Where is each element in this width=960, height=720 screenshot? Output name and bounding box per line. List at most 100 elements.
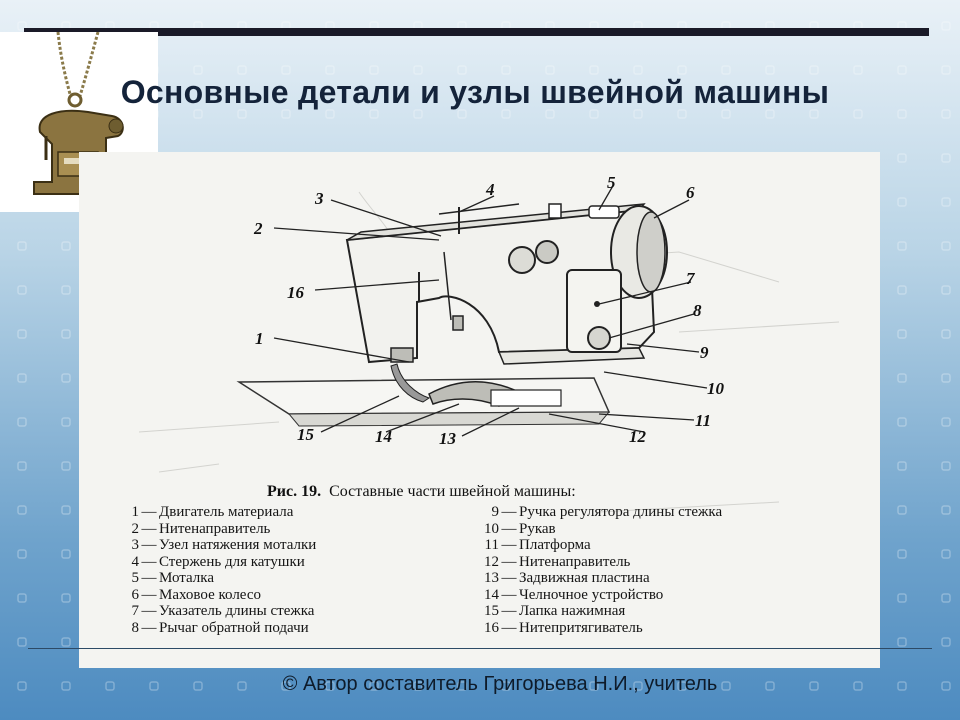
- bg-dot: [457, 109, 467, 119]
- bg-dot: [941, 109, 951, 119]
- bg-dot: [413, 681, 423, 691]
- bg-dot: [17, 373, 27, 383]
- legend-row: 5—Моталка: [131, 570, 215, 586]
- bg-dot: [545, 109, 555, 119]
- bg-dot: [369, 681, 379, 691]
- bg-dot: [17, 241, 27, 251]
- bg-dot: [941, 417, 951, 427]
- sewing-machine-diagram: 1 2 3 4 5 6 7 8 9 10 11 12 13 14 15 16 Р…: [138, 173, 840, 513]
- bg-dot: [17, 329, 27, 339]
- legend-row: 9—Ручка регулятора длины стежка: [491, 504, 723, 520]
- callout-6: 6: [686, 183, 695, 202]
- bg-dot: [941, 593, 951, 603]
- bg-dot: [941, 637, 951, 647]
- callout-3: 3: [314, 189, 324, 208]
- bg-dot: [17, 505, 27, 515]
- legend-row: 3—Узел натяжения моталки: [131, 537, 317, 553]
- legend-row: 12—Нитенаправитель: [484, 553, 631, 570]
- bg-dot: [897, 241, 907, 251]
- bg-dot: [61, 329, 71, 339]
- bg-dot: [633, 109, 643, 119]
- legend-right-column: 9—Ручка регулятора длины стежка 10—Рукав…: [479, 504, 722, 636]
- bg-dot: [413, 109, 423, 119]
- callout-8: 8: [693, 301, 702, 320]
- bg-dot: [897, 505, 907, 515]
- bg-dot: [61, 505, 71, 515]
- bg-dot: [765, 65, 775, 75]
- textbook-figure: 1 2 3 4 5 6 7 8 9 10 11 12 13 14 15 16 Р…: [79, 152, 880, 668]
- bg-dot: [193, 681, 203, 691]
- bg-dot: [721, 65, 731, 75]
- bg-dot: [941, 461, 951, 471]
- callout-4: 4: [485, 180, 495, 199]
- bg-dot: [765, 109, 775, 119]
- legend-row: 15—Лапка нажимная: [484, 603, 626, 619]
- bg-dot: [369, 65, 379, 75]
- page-title: Основные детали и узлы швейной машины: [120, 74, 830, 110]
- bg-dot: [897, 637, 907, 647]
- bg-dot: [721, 681, 731, 691]
- bg-dot: [369, 109, 379, 119]
- callout-15: 15: [297, 425, 315, 444]
- bg-dot: [897, 109, 907, 119]
- bg-dot: [61, 373, 71, 383]
- bg-dot: [897, 681, 907, 691]
- bg-dot: [281, 681, 291, 691]
- legend-row: 4—Стержень для катушки: [131, 553, 305, 570]
- bg-dot: [501, 109, 511, 119]
- bg-dot: [677, 681, 687, 691]
- bg-dot: [61, 593, 71, 603]
- legend-row: 1—Двигатель материала: [131, 504, 294, 520]
- bg-dot: [193, 109, 203, 119]
- bg-dot: [897, 153, 907, 163]
- bg-dot: [501, 65, 511, 75]
- bg-dot: [809, 65, 819, 75]
- bg-dot: [941, 153, 951, 163]
- bg-dot: [633, 65, 643, 75]
- callout-14: 14: [375, 427, 392, 446]
- figure-caption: Рис. 19.Составные части швейной машины:: [267, 483, 576, 500]
- bg-dot: [897, 549, 907, 559]
- bg-dot: [941, 197, 951, 207]
- callout-7: 7: [686, 269, 696, 288]
- bg-dot: [853, 65, 863, 75]
- bg-dot: [941, 549, 951, 559]
- callout-9: 9: [700, 343, 709, 362]
- bg-dot: [61, 461, 71, 471]
- bg-dot: [237, 65, 247, 75]
- author-credit: © Автор составитель Григорьева Н.И., учи…: [282, 673, 718, 695]
- bg-dot: [325, 681, 335, 691]
- bg-dot: [633, 681, 643, 691]
- bg-dot: [809, 109, 819, 119]
- bg-dot: [809, 681, 819, 691]
- callout-2: 2: [253, 219, 263, 238]
- bg-dot: [941, 505, 951, 515]
- callout-12: 12: [629, 427, 647, 446]
- bg-dot: [897, 329, 907, 339]
- presser-foot: [390, 363, 431, 403]
- callout-10: 10: [707, 379, 725, 398]
- bg-dot: [941, 21, 951, 31]
- bg-dot: [61, 241, 71, 251]
- bg-dot: [897, 285, 907, 295]
- bg-dot: [281, 109, 291, 119]
- bg-dot: [677, 109, 687, 119]
- bg-dot: [501, 681, 511, 691]
- legend-row: 7—Указатель длины стежка: [131, 603, 315, 619]
- bg-dot: [413, 65, 423, 75]
- callout-1: 1: [255, 329, 264, 348]
- bg-dot: [17, 21, 27, 31]
- bg-dot: [61, 681, 71, 691]
- bg-dot: [897, 197, 907, 207]
- bg-dot: [17, 637, 27, 647]
- legend-left-column: 1—Двигатель материала 2—Нитенаправитель …: [119, 504, 317, 636]
- bg-dot: [61, 549, 71, 559]
- bg-dot: [589, 65, 599, 75]
- legend-row: 2—Нитенаправитель: [131, 520, 271, 537]
- figure-caption-number: Рис. 19.: [267, 483, 321, 500]
- bg-dot: [897, 373, 907, 383]
- callout-16: 16: [287, 283, 305, 302]
- bg-dot: [941, 681, 951, 691]
- top-bar: [24, 28, 929, 36]
- bg-dot: [853, 681, 863, 691]
